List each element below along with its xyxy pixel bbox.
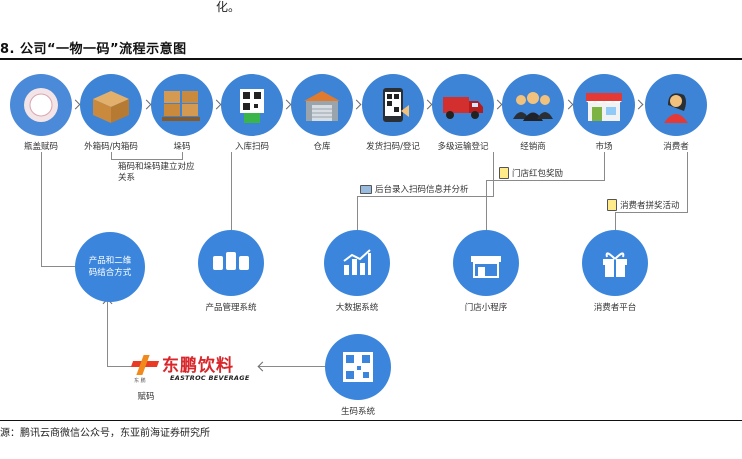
connector (107, 366, 132, 367)
flow-label-5: 仓库 (313, 142, 331, 152)
box-relation-note: 箱码和垛码建立对应关系 (118, 162, 198, 184)
flow-node-scan-in (221, 74, 283, 136)
dealers-icon (513, 92, 553, 121)
chevron-3-icon (211, 99, 222, 110)
figure-title: 8. 公司“一物一码”流程示意图 (0, 42, 187, 57)
bottle-cap-icon (24, 88, 58, 122)
product-qr-label: 产品和二维码结合方式 (88, 256, 132, 278)
flow-node-pallet (151, 74, 213, 136)
bar-chart-icon (343, 249, 371, 275)
flow-node-bottle-cap (10, 74, 72, 136)
flow-label-9: 市场 (595, 142, 613, 152)
shengma-label: 生码系统 (340, 407, 376, 417)
connector (615, 212, 687, 213)
title-rule (0, 58, 742, 60)
connector (258, 366, 330, 367)
flow-label-1: 瓶盖赋码 (23, 142, 59, 152)
flow-node-consumer (645, 74, 707, 136)
shop-icon (471, 256, 501, 278)
consumer-reward-text: 消费者拼奖活动 (620, 201, 680, 211)
footer-rule (0, 420, 742, 421)
connector (615, 212, 616, 234)
chevron-1-icon (70, 99, 81, 110)
store-reward-text: 门店红包奖励 (512, 169, 564, 179)
connector (357, 196, 493, 197)
phone-icon (499, 167, 509, 179)
flow-node-market (573, 74, 635, 136)
arrow-left-icon (257, 361, 268, 372)
brand-name-en: EASTROC BEVERAGE (170, 374, 250, 382)
connector (604, 152, 605, 181)
store-reward-note: 门店红包奖励 (499, 167, 563, 179)
gift-icon (603, 252, 627, 277)
flow-node-dealers (502, 74, 564, 136)
connector (486, 180, 487, 230)
pallet-icon (162, 91, 200, 121)
connector (357, 196, 358, 230)
truck-icon (443, 97, 483, 119)
flow-label-8: 经销商 (520, 142, 546, 152)
system-node-big-data (324, 230, 390, 296)
connector (486, 180, 604, 181)
brand-mark-icon (130, 353, 162, 379)
chevron-8-icon (563, 99, 574, 110)
backend-note: 后台录入扫码信息并分析 (360, 183, 469, 195)
chevron-4-icon (281, 99, 292, 110)
system-label-big-data: 大数据系统 (335, 303, 379, 313)
box-relation-text: 箱码和垛码建立对应关系 (118, 162, 195, 183)
connector (493, 152, 494, 197)
connector (107, 300, 108, 366)
brand-logo: 东鹏饮料 EASTROC BEVERAGE 东 鹏 (130, 350, 258, 384)
brand-small: 东 鹏 (134, 378, 146, 384)
qr-code-icon (343, 352, 373, 382)
code-generation-node (325, 334, 391, 400)
flow-label-10: 消费者 (663, 142, 689, 152)
store-front-icon (586, 93, 622, 121)
system-label-product-management: 产品管理系统 (205, 303, 257, 313)
backend-text: 后台录入扫码信息并分析 (375, 185, 469, 195)
box-icon (93, 91, 129, 123)
warehouse-icon (304, 91, 340, 121)
flow-label-7: 多级运输登记 (437, 142, 489, 152)
header-text: 化。 (216, 0, 241, 14)
consumer-reward-note: 消费者拼奖活动 (607, 199, 680, 211)
flow-node-box (80, 74, 142, 136)
scan-in-icon (240, 89, 264, 123)
system-node-product-management (198, 230, 264, 296)
connector (41, 266, 75, 267)
connector (182, 152, 183, 160)
system-node-store-app (453, 230, 519, 296)
system-label-store-app: 门店小程序 (464, 303, 508, 313)
system-node-consumer-platform (582, 230, 648, 296)
flow-label-2: 外箱码/内箱码 (84, 142, 138, 152)
connector (231, 152, 232, 230)
consumer-icon (664, 93, 688, 123)
chevron-9-icon (633, 99, 644, 110)
flow-node-ship-scan (362, 74, 424, 136)
connector (111, 152, 112, 160)
brand-name-cn: 东鹏饮料 (162, 356, 234, 376)
flow-label-6: 发货扫码/登记 (366, 142, 420, 152)
chevron-7-icon (492, 99, 503, 110)
fuma-label: 赋码 (137, 392, 155, 402)
chevron-2-icon (141, 99, 152, 110)
connector (687, 152, 688, 213)
chevron-5-icon (351, 99, 362, 110)
flow-node-transport (432, 74, 494, 136)
flow-node-warehouse (291, 74, 353, 136)
system-label-consumer-platform: 消费者平台 (593, 303, 637, 313)
phone-qr-icon (383, 88, 409, 122)
monitor-icon (360, 184, 372, 194)
connector (41, 152, 42, 266)
product-management-icon (213, 252, 249, 270)
source-note: 源：鹏讯云商微信公众号，东亚前海证券研究所 (0, 428, 210, 439)
flow-label-4: 入库扫码 (234, 142, 270, 152)
system-node-product-qr: 产品和二维码结合方式 (75, 232, 145, 302)
phone-icon (607, 199, 617, 211)
connector (111, 159, 183, 160)
flow-label-3: 垛码 (173, 142, 191, 152)
chevron-6-icon (422, 99, 433, 110)
